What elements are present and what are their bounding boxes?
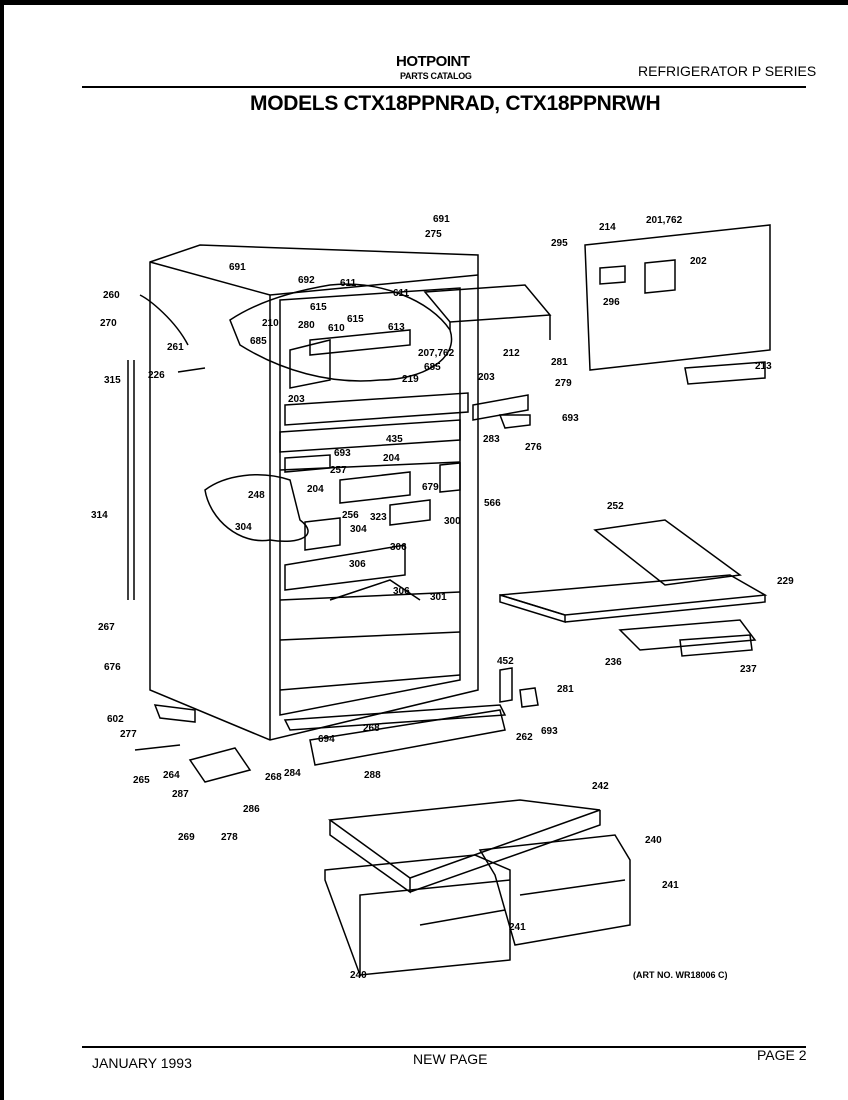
callout-label: 275 [425, 229, 442, 240]
callout-label: 306 [393, 586, 410, 597]
callout-label: 279 [555, 378, 572, 389]
callout-label: 204 [307, 484, 324, 495]
callout-label: 610 [328, 323, 345, 334]
callout-label: 278 [221, 832, 238, 843]
callout-label: 281 [551, 357, 568, 368]
callout-label: 288 [364, 770, 381, 781]
callout-label: 213 [755, 361, 772, 372]
series-label: REFRIGERATOR P SERIES [638, 63, 817, 79]
callout-label: 314 [91, 510, 108, 521]
callout-label: 269 [178, 832, 195, 843]
callout-label: 296 [603, 297, 620, 308]
callout-label: 265 [133, 775, 150, 786]
brand-subtitle: PARTS CATALOG [400, 71, 472, 81]
callout-label: 286 [243, 804, 260, 815]
callout-label: 287 [172, 789, 189, 800]
callout-label: 240 [645, 835, 662, 846]
callout-label: 237 [740, 664, 757, 675]
callout-label: 214 [599, 222, 616, 233]
callout-label: 268 [363, 723, 380, 734]
callout-label: 694 [318, 734, 335, 745]
callout-label: 280 [298, 320, 315, 331]
callout-label: 262 [516, 732, 533, 743]
footer-date: JANUARY 1993 [92, 1055, 192, 1071]
callout-label: 267 [98, 622, 115, 633]
callout-label: 304 [235, 522, 252, 533]
page-border-top [0, 0, 848, 5]
callout-label: 691 [229, 262, 246, 273]
callout-label: 691 [433, 214, 450, 225]
footer-new-page: NEW PAGE [413, 1051, 488, 1067]
callout-label: 306 [390, 542, 407, 553]
callout-label: 226 [148, 370, 165, 381]
callout-label: 679 [422, 482, 439, 493]
callout-label: 229 [777, 576, 794, 587]
callout-label: 276 [525, 442, 542, 453]
header-rule [82, 86, 806, 88]
callout-label: 241 [662, 880, 679, 891]
callout-label: 207,762 [418, 348, 455, 359]
callout-labels: 691 275 295 214 201,762 202 296 213 281 … [91, 214, 794, 981]
callout-label: 676 [104, 662, 121, 673]
callout-label: 611 [340, 278, 357, 289]
callout-label: 277 [120, 729, 137, 740]
callout-label: 260 [103, 290, 120, 301]
callout-label: 219 [402, 374, 419, 385]
callout-label: 613 [388, 322, 405, 333]
callout-label: 295 [551, 238, 568, 249]
callout-label: 281 [557, 684, 574, 695]
page-title: MODELS CTX18PPNRAD, CTX18PPNRWH [250, 92, 661, 115]
callout-label: 304 [350, 524, 367, 535]
callout-label: 452 [497, 656, 514, 667]
callout-label: 202 [690, 256, 707, 267]
callout-label: 300 [444, 516, 461, 527]
callout-label: 268 [265, 772, 282, 783]
art-number: (ART NO. WR18006 C) [633, 970, 728, 980]
callout-label: 204 [383, 453, 400, 464]
callout-label: 611 [393, 288, 410, 299]
callout-label: 306 [349, 559, 366, 570]
callout-label: 248 [248, 490, 265, 501]
callout-label: 210 [262, 318, 279, 329]
callout-label: 264 [163, 770, 180, 781]
callout-label: 615 [347, 314, 364, 325]
callout-label: 301 [430, 592, 447, 603]
callout-label: 236 [605, 657, 622, 668]
callout-label: 241 [509, 922, 526, 933]
callout-label: 693 [541, 726, 558, 737]
callout-label: 242 [592, 781, 609, 792]
callout-label: 602 [107, 714, 124, 725]
callout-label: 203 [478, 372, 495, 383]
page-border-left [0, 0, 4, 1100]
callout-label: 566 [484, 498, 501, 509]
callout-label: 435 [386, 434, 403, 445]
callout-label: 212 [503, 348, 520, 359]
callout-label: 284 [284, 768, 301, 779]
callout-label: 252 [607, 501, 624, 512]
callout-label: 240 [350, 970, 367, 981]
callout-label: 256 [342, 510, 359, 521]
callout-label: 201,762 [646, 215, 683, 226]
callout-label: 615 [310, 302, 327, 313]
footer-page-number: PAGE 2 [757, 1047, 807, 1063]
callout-label: 270 [100, 318, 117, 329]
callout-label: 692 [298, 275, 315, 286]
callout-label: 283 [483, 434, 500, 445]
callout-label: 257 [330, 465, 347, 476]
callout-label: 323 [370, 512, 387, 523]
drawing-lines [127, 224, 771, 976]
callout-label: 693 [562, 413, 579, 424]
callout-label: 315 [104, 375, 121, 386]
footer-rule [82, 1046, 806, 1048]
brand-name: HOTPOINT [396, 53, 470, 70]
callout-label: 685 [424, 362, 441, 373]
callout-label: 693 [334, 448, 351, 459]
callout-label: 203 [288, 394, 305, 405]
callout-label: 261 [167, 342, 184, 353]
callout-label: 685 [250, 336, 267, 347]
